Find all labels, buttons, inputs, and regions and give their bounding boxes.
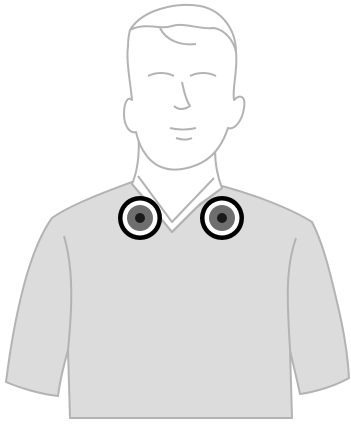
right-speaker[interactable]: [200, 196, 244, 240]
head: [124, 5, 244, 170]
left-speaker[interactable]: [118, 196, 162, 240]
right-speaker-center: [217, 213, 227, 223]
left-speaker-center: [135, 213, 145, 223]
